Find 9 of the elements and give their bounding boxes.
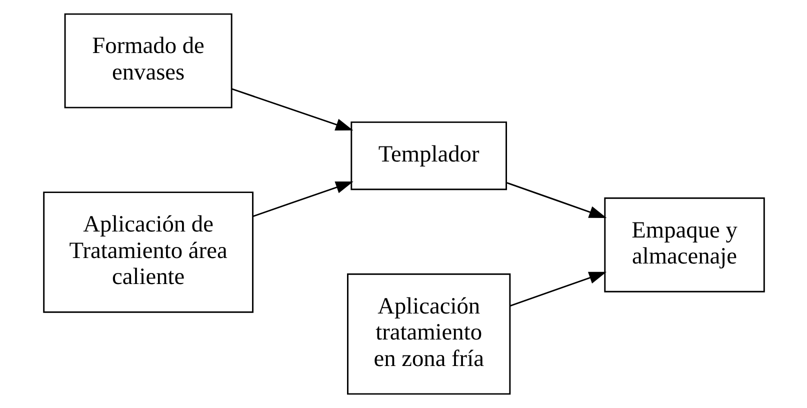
arrow xyxy=(231,88,353,131)
arrow xyxy=(252,181,353,217)
node-box: Empaque y almacenaje xyxy=(604,197,764,292)
node-box: Aplicación tratamiento en zona fría xyxy=(346,273,510,395)
arrow xyxy=(506,182,606,218)
arrow xyxy=(510,272,606,307)
node-box: Templador xyxy=(350,121,506,190)
node-box: Aplicación de Tratamiento área caliente xyxy=(42,192,253,313)
node-box: Formado de envases xyxy=(64,13,232,108)
